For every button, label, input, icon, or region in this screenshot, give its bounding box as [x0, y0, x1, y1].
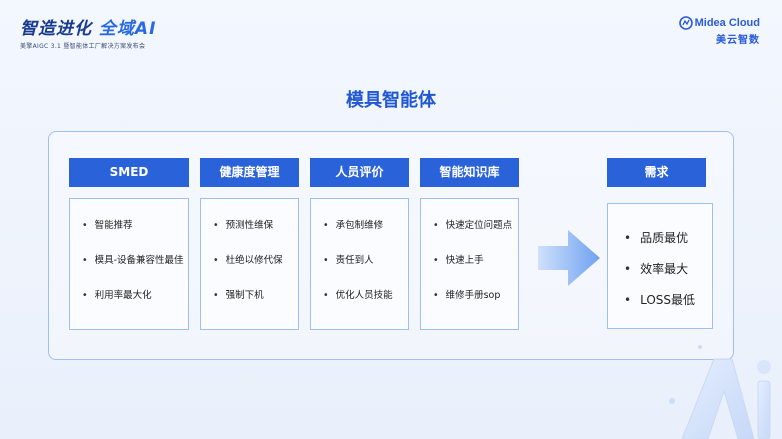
company-logo: Midea Cloud 美云智数	[678, 16, 760, 46]
brand-name-en: Midea Cloud	[694, 17, 760, 29]
column-knowledge-base: 智能知识库	[420, 158, 519, 187]
slogan-part1: 智造进化	[20, 19, 92, 39]
midea-logo-icon	[678, 16, 693, 30]
right-arrow-icon	[538, 230, 600, 286]
brand-name-cn: 美云智数	[716, 35, 760, 46]
column-items-box: 承包制维修 责任到人 优化人员技能	[310, 198, 409, 330]
list-item: 效率最大	[624, 257, 712, 288]
list-item: 智能推荐	[82, 213, 188, 248]
column-header: 人员评价	[310, 158, 409, 187]
list-item: 利用率最大化	[82, 283, 188, 318]
list-item: 强制下机	[213, 283, 298, 318]
ai-decoration-icon	[669, 345, 771, 439]
event-branding: 智造进化 全域AI 美擎AIGC 3.1 暨智能体工厂解决方案发布会	[20, 14, 156, 50]
column-needs: 需求	[607, 158, 706, 187]
column-items-box: 快速定位问题点 快速上手 维修手册sop	[420, 198, 519, 330]
list-item: 快速上手	[433, 248, 518, 283]
slogan-part2: 全域AI	[98, 19, 157, 39]
column-items-box: 预测性维保 杜绝以修代保 强制下机	[200, 198, 299, 330]
column-smed: SMED	[69, 158, 189, 187]
needs-header: 需求	[607, 158, 706, 187]
list-item: 快速定位问题点	[433, 213, 518, 248]
list-item: 品质最优	[624, 226, 712, 257]
column-health: 健康度管理	[200, 158, 299, 187]
column-header: SMED	[69, 158, 189, 187]
list-item: 杜绝以修代保	[213, 248, 298, 283]
list-item: 模具-设备兼容性最佳	[82, 248, 188, 283]
list-item: LOSS最低	[624, 288, 712, 319]
column-items-box: 智能推荐 模具-设备兼容性最佳 利用率最大化	[69, 198, 189, 330]
event-slogan: 智造进化 全域AI	[20, 14, 156, 39]
column-header: 健康度管理	[200, 158, 299, 187]
event-subtitle: 美擎AIGC 3.1 暨智能体工厂解决方案发布会	[20, 43, 146, 50]
page-title: 模具智能体	[346, 90, 436, 111]
column-header: 智能知识库	[420, 158, 519, 187]
column-staff-eval: 人员评价	[310, 158, 409, 187]
list-item: 承包制维修	[323, 213, 408, 248]
needs-items-box: 品质最优 效率最大 LOSS最低	[607, 203, 713, 329]
list-item: 责任到人	[323, 248, 408, 283]
list-item: 优化人员技能	[323, 283, 408, 318]
list-item: 维修手册sop	[433, 283, 518, 318]
list-item: 预测性维保	[213, 213, 298, 248]
